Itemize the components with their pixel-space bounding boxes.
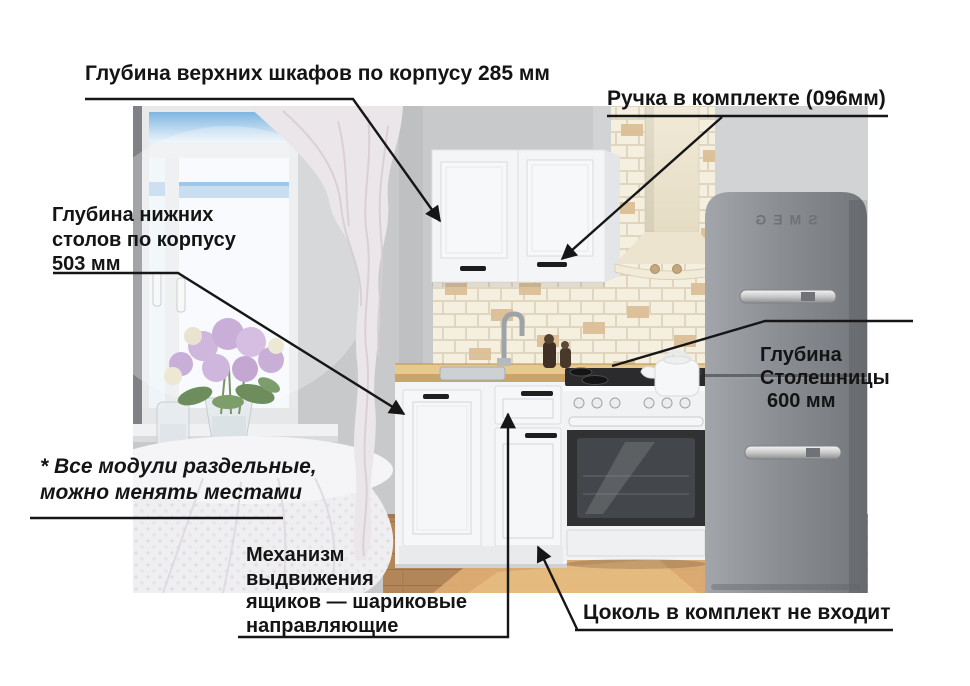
stove-drawer — [566, 529, 706, 557]
fridge: SMEG — [705, 192, 867, 593]
cabinet-handle — [423, 394, 449, 399]
pepper-grinders — [543, 334, 571, 368]
kitchen-scene: SMEG — [78, 105, 868, 594]
kitchen-photo: SMEG — [78, 105, 868, 594]
label-modules-note: * Все модули раздельные, можно менять ме… — [40, 455, 317, 504]
label-upper-cabinet-depth: Глубина верхних шкафов по корпусу 285 мм — [85, 62, 550, 85]
label-plinth-note: Цоколь в комплект не входит — [583, 601, 891, 624]
fridge-handle — [744, 445, 842, 460]
fridge-handle — [739, 289, 837, 304]
label-base-cabinet-depth: Глубина нижних столов по корпусу 503 мм — [52, 204, 236, 275]
stove-knobs — [573, 397, 691, 409]
cabinet-handle — [525, 433, 557, 438]
oven-handle — [568, 416, 704, 427]
upper-cabinet — [431, 149, 620, 287]
cabinet-handle — [537, 262, 567, 267]
drawer-handle — [521, 391, 553, 396]
base-cabinets — [395, 382, 567, 568]
fridge-brand-logo: SMEG — [748, 212, 817, 228]
cabinet-handle — [460, 266, 486, 271]
label-drawer-mechanism: Механизм выдвижения ящиков — шариковые н… — [246, 544, 467, 637]
sink — [439, 366, 506, 381]
base-cabinet-sink — [402, 389, 482, 547]
hood-knob — [650, 264, 660, 274]
hood-knob — [672, 264, 682, 274]
base-cabinet-drawer — [494, 385, 562, 547]
stove — [563, 367, 709, 569]
faucet — [497, 311, 525, 366]
label-countertop-depth: Глубина Столешницы 600 мм — [760, 344, 890, 412]
label-handle-included: Ручка в комплекте (096мм) — [607, 87, 886, 110]
